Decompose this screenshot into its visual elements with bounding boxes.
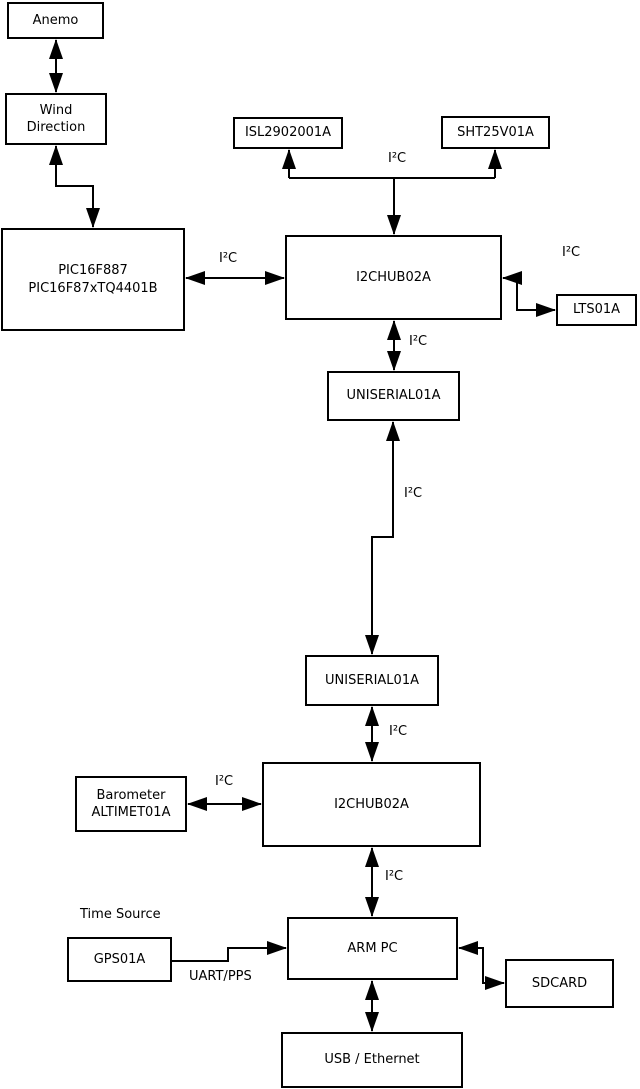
node-label: Anemo [32,12,79,28]
edge-winddirection-pic [49,145,100,228]
label-i2c-uniserial-link: I²C [404,486,423,501]
node-label: PIC16F887 PIC16F87xTQ4401B [28,263,158,296]
node-label: USB / Ethernet [324,1052,420,1068]
label-i2c-pic-hub: I²C [219,251,238,266]
node-label: ISL2902001A [244,125,332,141]
node-label: Barometer ALTIMET01A [91,787,171,820]
node-label: SDCARD [531,975,588,991]
node-pic-mcu: PIC16F887 PIC16F87xTQ4401B [1,228,185,331]
label-i2c-top-bus: I²C [388,151,407,166]
node-label: I2CHUB02A [356,269,431,285]
node-sht25v01a: SHT25V01A [441,116,550,149]
node-label: GPS01A [93,951,146,967]
node-isl2902001a: ISL2902001A [233,117,343,149]
label-i2c-barometer: I²C [215,774,234,789]
edge-i2chub-upper-lts01a [502,271,556,317]
node-label: I2CHUB02A [334,796,409,812]
label-time-source: Time Source [80,907,161,922]
node-i2chub02a-upper: I2CHUB02A [285,235,502,320]
node-lts01a: LTS01A [556,294,637,326]
node-anemo: Anemo [7,2,104,39]
edge-gps-armpc [172,941,287,962]
label-i2c-hub-uniserial: I²C [409,334,428,349]
node-gps01a: GPS01A [67,937,172,982]
node-label: UNISERIAL01A [346,388,441,404]
node-usb-ethernet: USB / Ethernet [281,1032,463,1088]
node-label: ARM PC [347,940,398,956]
label-i2c-hub2-armpc: I²C [385,869,404,884]
label-i2c-uniserial-hub2: I²C [389,724,408,739]
node-label: SHT25V01A [457,124,534,140]
node-label: LTS01A [572,302,621,318]
node-uniserial01a-upper: UNISERIAL01A [327,371,460,421]
label-i2c-lts: I²C [562,245,581,260]
node-barometer: Barometer ALTIMET01A [75,776,187,832]
node-uniserial01a-lower: UNISERIAL01A [305,655,439,706]
node-label: UNISERIAL01A [325,672,419,688]
node-i2chub02a-lower: I2CHUB02A [262,762,481,847]
node-label: Wind Direction [26,102,86,135]
edge-uniserial-upper-uniserial-lower [365,421,400,655]
node-sdcard: SDCARD [505,959,614,1008]
label-uart-pps: UART/PPS [189,969,252,984]
edge-armpc-sdcard [458,941,505,990]
node-arm-pc: ARM PC [287,917,458,980]
node-wind-direction: Wind Direction [5,93,107,145]
